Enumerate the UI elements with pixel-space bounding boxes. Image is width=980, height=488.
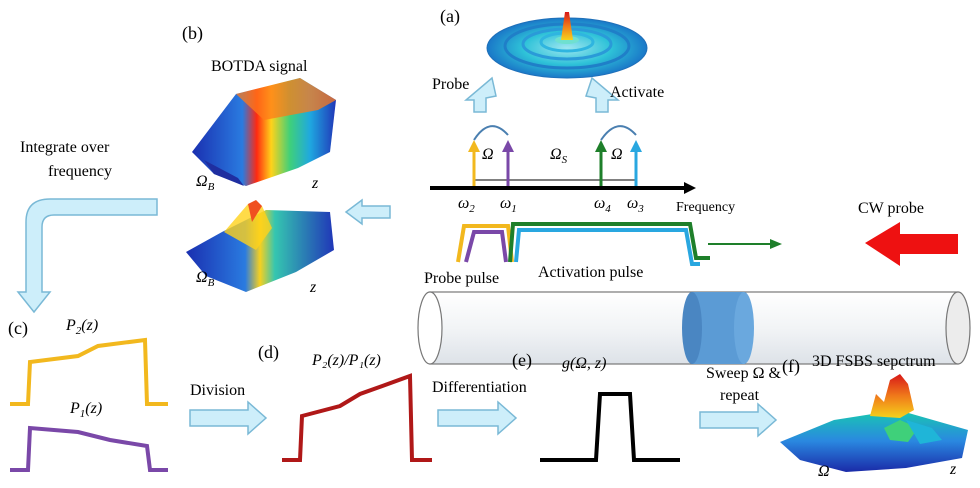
panel-e-label: (e) [512,350,532,371]
sweep-arrow [699,402,778,438]
omega-b-upper-label: ΩB [196,173,215,193]
signal-to-botda-arrow [344,198,391,226]
panel-a-label: (a) [440,6,460,27]
optical-fiber [417,291,971,365]
division-label: Division [190,382,245,399]
activate-label: Activate [610,84,664,101]
botda-surface-lower [186,200,334,292]
p2-trace [10,337,168,406]
activate-arrow [585,76,621,113]
p1-label: P1(z) [69,400,102,420]
activation-pulse-label: Activation pulse [538,264,643,281]
w3-label: ω3 [627,195,644,215]
cw-probe-arrow [865,222,958,266]
panel-c-label: (c) [8,318,28,339]
p1-trace [10,425,168,472]
panel-d-label: (d) [258,342,279,363]
frequency-axis [430,179,696,194]
differentiation-arrow [437,400,518,436]
pulse-direction-arrow [708,239,782,249]
w4-label: ω4 [594,195,611,215]
spectrum-z-label: z [949,461,957,478]
differentiation-label: Differentiation [432,379,527,396]
z-lower-label: z [309,279,317,296]
integrate-label-line1: Integrate over [20,139,110,156]
omega-right-label: Ω [611,146,623,163]
p2-label: P2(z) [65,317,98,337]
freq-line-w3 [630,140,642,186]
panel-f-label: (f) [782,356,800,377]
activation-pulse-shape [508,222,710,266]
spectrum-3d-label: 3D FSBS sepctrum [812,353,936,370]
frequency-label: Frequency [676,200,735,215]
division-arrow [189,400,268,436]
ring-pattern-3d [486,12,648,79]
freq-line-w1 [502,140,514,186]
botda-surface-upper [192,78,336,186]
integrate-label-line2: frequency [48,163,112,180]
gain-label: g(Ω, z) [562,355,606,372]
omega-b-lower-label: ΩB [196,269,215,289]
sweep-label-line1: Sweep Ω & [706,365,782,382]
cw-probe-label: CW probe [858,200,924,217]
probe-pulse-label: Probe pulse [424,270,499,287]
freq-line-w4 [595,140,607,186]
omega-s-label: ΩS [550,146,568,166]
panel-b-label: (b) [182,23,203,44]
freq-line-w2 [468,140,480,186]
z-upper-label: z [311,175,319,192]
botda-signal-label: BOTDA signal [211,58,308,75]
probe-label: Probe [432,76,469,93]
gain-trace [540,392,680,462]
probe-arrow [463,76,497,113]
spectrum-omega-label: Ω [818,463,830,480]
probe-pulse-shape [456,224,514,263]
omega-curve-right [600,125,637,141]
omega-curve-left [473,125,509,141]
integrate-arrow [16,198,158,314]
w1-label: ω1 [500,195,517,215]
sweep-label-line2: repeat [720,387,760,404]
w2-label: ω2 [458,195,475,215]
ratio-label: P₂(z)/P₁(z) [311,352,381,369]
fsbs-spectrum-surface [780,374,968,472]
ratio-trace [282,373,432,462]
omega-left-label: Ω [482,146,494,163]
